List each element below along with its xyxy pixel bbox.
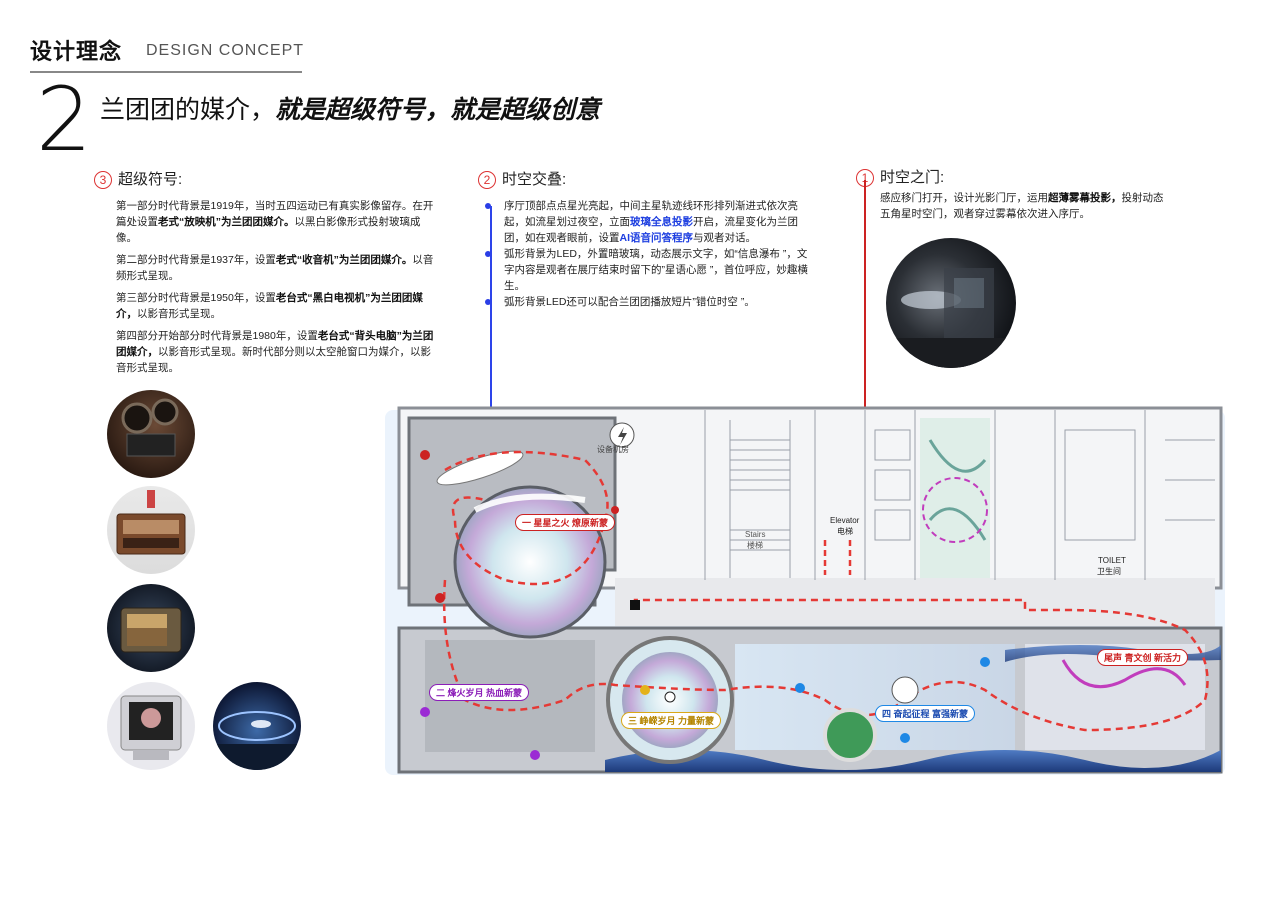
section-2-number: 2	[478, 171, 496, 190]
stairs-label-en: Stairs	[745, 530, 766, 539]
tv-photo	[107, 584, 195, 672]
tv-art	[120, 607, 182, 653]
text: 与观者对话。	[693, 232, 756, 244]
section-3-title: 3 超级符号:	[94, 170, 182, 190]
stairs-label-cn: 楼梯	[747, 541, 763, 550]
section-2-body: 序厅顶部点点星光亮起，中间主星轨迹线环形排列渐进式依次亮起，如流星划过夜空，立面…	[485, 198, 808, 310]
text-highlight: AI语音问答程序	[619, 232, 694, 244]
floor-plan: 一 星星之火 燎原新蒙 二 烽火岁月 热血新蒙 三 峥嵘岁月 力量新蒙 四 奋起…	[385, 400, 1230, 780]
text: 感应移门打开，设计光影门厅，运用	[880, 192, 1048, 204]
text: 第三部分时代背景是1950年，设置	[116, 292, 276, 304]
gate-photo-art	[886, 268, 1016, 368]
radio-photo	[107, 486, 195, 574]
spaceship-art	[213, 711, 301, 770]
section-3-para-4: 第四部分开始部分时代背景是1980年，设置老台式“背头电脑”为兰团团媒介，以影音…	[116, 328, 434, 376]
text-bold: 老式“放映机”为兰团团媒介。	[158, 216, 295, 228]
text: 第四部分开始部分时代背景是1980年，设置	[116, 330, 318, 342]
section-2-title-text: 时空交叠:	[502, 171, 567, 188]
text-bold: 老台式“黑白电视机”为兰团团媒介，	[116, 292, 423, 320]
elevator-label-cn: 电梯	[837, 527, 853, 536]
text-bold: 超薄雾幕投影，	[1048, 192, 1122, 204]
computer-photo	[107, 682, 195, 770]
text: 以影音形式呈现。	[137, 308, 221, 320]
zone-1-label: 一 星星之火 燎原新蒙	[515, 514, 616, 531]
concept-headline: 兰团团的媒介，就是超级符号，就是超级创意	[100, 90, 600, 126]
text: 序厅顶部点点星光亮起，中间主星轨迹线环形排列渐进式依次亮起，如流星划过夜空，立面	[504, 200, 798, 228]
text: 投射动态五角星时空门，观者穿过雾幕依次进入序厅。	[880, 192, 1164, 220]
section-3-body: 第一部分时代背景是1919年，当时五四运动已有真实影像留存。在开篇处设置老式“放…	[116, 198, 434, 376]
computer-art	[120, 695, 182, 760]
epilogue-label: 尾声 青文创 新活力	[1097, 649, 1189, 666]
elevator-label-en: Elevator	[830, 516, 860, 525]
toilet-label-cn: 卫生间	[1097, 567, 1121, 576]
equipment-room-label: 设备机房	[597, 445, 629, 454]
text: 以影音形式呈现。新时代部分则以太空舱窗口为媒介，以影音形式呈现。	[116, 346, 431, 374]
text: 以黑白影像形式投射玻璃成像。	[116, 216, 421, 244]
text: 开启，流星变化为兰团团，如在观者眼前，设置	[504, 216, 798, 244]
section-2-bullet-1: 序厅顶部点点星光亮起，中间主星轨迹线环形排列渐进式依次亮起，如流星划过夜空，立面…	[485, 198, 808, 246]
section-3-para-2: 第二部分时代背景是1937年，设置老式“收音机”为兰团团媒介。以音频形式呈现。	[116, 252, 434, 284]
headline-part1: 兰团团的媒介，	[100, 96, 276, 124]
zone-2-label: 二 烽火岁月 热血新蒙	[429, 684, 530, 701]
light-gate-photo	[886, 238, 1016, 368]
zone-3-label: 三 峥嵘岁月 力量新蒙	[621, 712, 722, 729]
section-1-title-text: 时空之门:	[880, 169, 945, 186]
header-divider	[30, 71, 302, 73]
text: 第二部分时代背景是1937年，设置	[116, 254, 276, 266]
projector-art	[121, 398, 179, 457]
radio-art	[116, 490, 186, 555]
page-section-title: 设计理念	[30, 39, 123, 64]
concept-number: 2	[36, 68, 92, 171]
page-section-subtitle: DESIGN CONCEPT	[146, 42, 305, 59]
floor-plan-drawing	[385, 406, 1225, 775]
section-3-para-3: 第三部分时代背景是1950年，设置老台式“黑白电视机”为兰团团媒介，以影音形式呈…	[116, 290, 434, 322]
section-3-para-1: 第一部分时代背景是1919年，当时五四运动已有真实影像留存。在开篇处设置老式“放…	[116, 198, 434, 246]
text-highlight: 玻璃全息投影	[630, 216, 693, 228]
text: 第一部分时代背景是1919年，当时五四运动已有真实影像留存。在开篇处设置	[116, 200, 434, 228]
section-3-number: 3	[94, 171, 112, 190]
section-2-bullet-3: 弧形背景LED还可以配合兰团团播放短片”错位时空 ”。	[485, 294, 808, 310]
section-1-body: 感应移门打开，设计光影门厅，运用超薄雾幕投影，投射动态五角星时空门，观者穿过雾幕…	[880, 190, 1170, 222]
zone-4-label: 四 奋起征程 富强新蒙	[875, 705, 976, 722]
text: 以音频形式呈现。	[116, 254, 434, 282]
headline-part2: 就是超级符号，就是超级创意	[275, 96, 601, 124]
section-2-bullet-2: 弧形背景为LED，外置暗玻璃，动态展示文字，如“信息瀑布 ”，文字内容是观者在展…	[485, 246, 808, 294]
spaceship-window-photo	[213, 682, 301, 770]
section-1-connector	[864, 180, 866, 605]
section-2-title: 2 时空交叠:	[478, 170, 566, 190]
text-bold: 老台式“背头电脑”为兰团团媒介，	[116, 330, 434, 358]
projector-photo	[107, 390, 195, 478]
section-2-connector	[490, 206, 492, 516]
toilet-label-en: TOILET	[1098, 556, 1126, 565]
section-3-title-text: 超级符号:	[118, 171, 183, 188]
text-bold: 老式“收音机”为兰团团媒介。	[275, 254, 413, 266]
